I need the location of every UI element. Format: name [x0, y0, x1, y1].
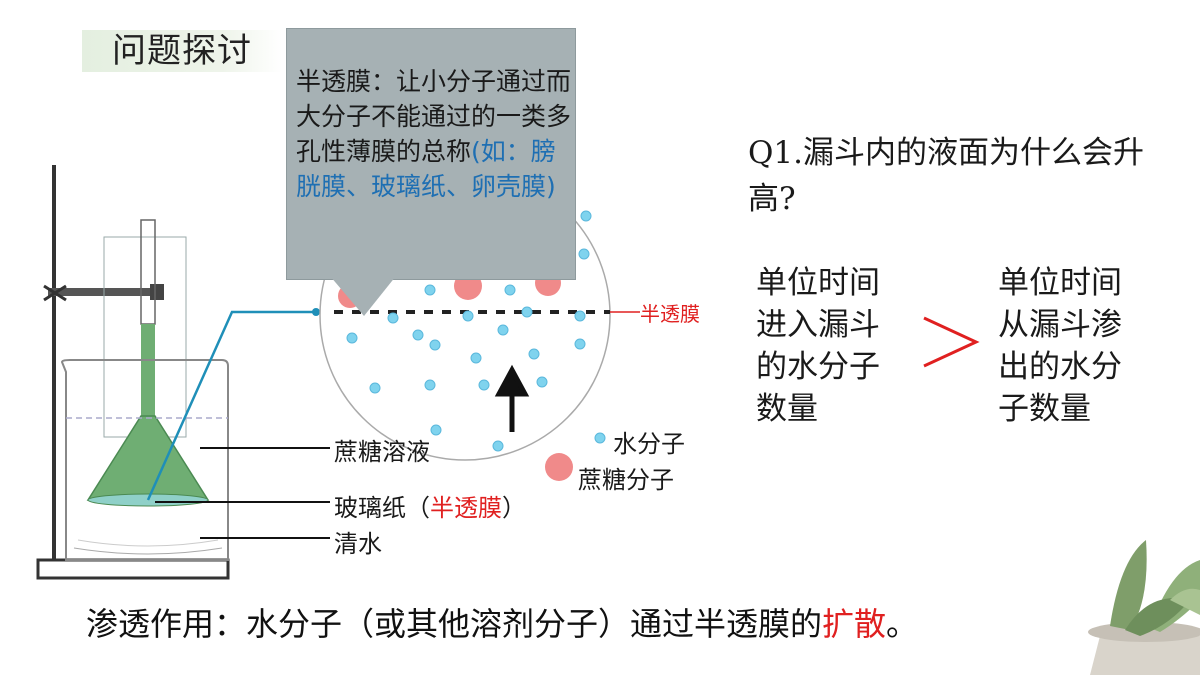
label-cellophane-membrane: 半透膜	[430, 494, 502, 522]
label-clear-water: 清水	[334, 530, 382, 558]
funnel-cone	[86, 415, 210, 501]
funnel-stem-liquid	[141, 324, 155, 416]
water-molecule	[412, 329, 424, 341]
osmosis-definition-keyword: 扩散	[822, 605, 887, 643]
water-molecule	[429, 339, 441, 351]
label-cellophane: 玻璃纸（半透膜）	[334, 488, 526, 523]
compare-right: 单位时间从漏斗渗出的水分子数量	[998, 265, 1122, 427]
funnel-stem-empty	[140, 219, 156, 325]
water-molecule	[424, 379, 436, 391]
callout-examples: (如：膀胱膜、玻璃纸、卵壳膜)	[296, 137, 556, 201]
compare-left: 单位时间进入漏斗的水分子数量	[756, 265, 880, 427]
zoom-connector	[146, 310, 316, 501]
water-molecule	[574, 310, 586, 322]
connector-dot	[312, 308, 320, 316]
stand-base	[36, 558, 230, 580]
water-molecule	[470, 352, 482, 364]
label-cellophane-prefix: 玻璃纸（	[334, 494, 430, 522]
page-title: 问题探讨	[112, 31, 252, 71]
legend-water-label: 水分子	[613, 430, 685, 458]
water-molecule	[430, 424, 442, 436]
beaker-base	[73, 547, 223, 555]
water-molecule	[478, 379, 490, 391]
callout-definition: 半透膜：让小分子通过而大分子不能通过的一类多孔性薄膜的总称	[296, 67, 572, 166]
water-molecule	[521, 306, 533, 318]
water-molecule	[424, 284, 436, 296]
osmosis-definition: 渗透作用：水分子（或其他溶剂分子）通过半透膜的扩散。	[86, 600, 918, 648]
water-molecule	[528, 348, 540, 360]
clamp-knot	[43, 284, 67, 302]
legend-water-dot	[594, 432, 606, 444]
water-molecule	[462, 310, 474, 322]
water-molecule	[580, 210, 592, 222]
arrow-head	[494, 364, 530, 397]
legend-sugar-label: 蔗糖分子	[578, 466, 674, 494]
greater-than-symbol	[923, 316, 980, 368]
osmosis-definition-main: 渗透作用：水分子（或其他溶剂分子）通过半透膜的	[86, 605, 823, 643]
callout-text: 半透膜：让小分子通过而大分子不能通过的一类多孔性薄膜的总称(如：膀胱膜、玻璃纸、…	[296, 64, 572, 204]
osmosis-definition-end: 。	[886, 605, 919, 643]
water-molecule	[369, 382, 381, 394]
water-molecule	[492, 440, 504, 452]
water-molecule	[578, 248, 590, 260]
water-molecule	[387, 312, 399, 324]
clamp-arm	[48, 288, 158, 296]
water-molecule	[346, 332, 358, 344]
clamp-head	[150, 284, 164, 300]
membrane-label: 半透膜	[640, 302, 700, 326]
beaker	[60, 359, 229, 561]
water-molecule	[536, 376, 548, 388]
plant-decoration	[1088, 540, 1200, 675]
callout-pointer	[330, 276, 396, 316]
water-molecule	[504, 284, 516, 296]
water-molecule	[497, 324, 509, 336]
legend-sugar-dot	[545, 453, 573, 481]
label-cellophane-suffix: ）	[502, 494, 526, 522]
title-background	[82, 30, 282, 72]
water-molecule	[574, 338, 586, 350]
definition-callout	[286, 28, 576, 280]
question-q1: Q1.漏斗内的液面为什么会升高?	[748, 135, 1144, 217]
label-sucrose-solution: 蔗糖溶液	[334, 438, 430, 466]
beaker-base2	[77, 539, 219, 547]
